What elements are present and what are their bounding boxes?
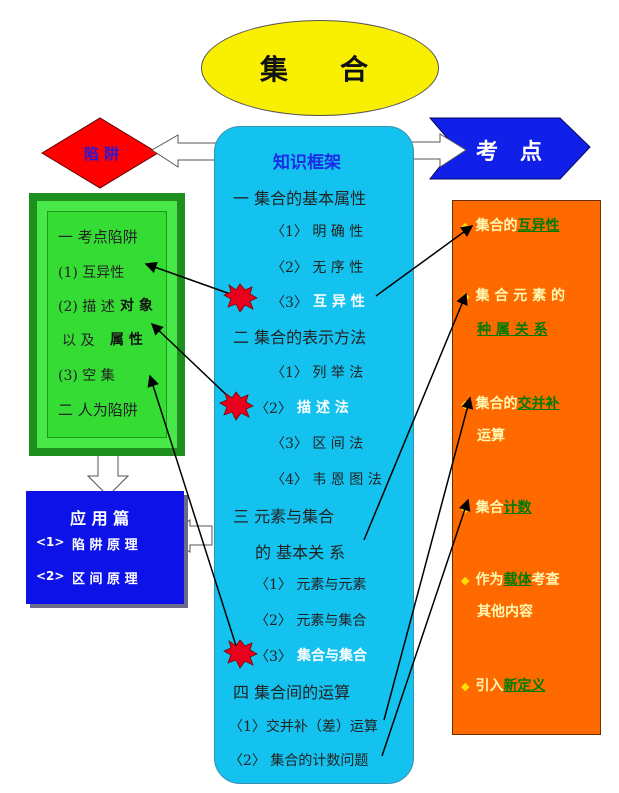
trap-item-emphasis: 对 象: [120, 298, 153, 314]
application-item: 陷 阱 原 理: [72, 538, 138, 553]
trap-box-inner: 一 考点陷阱 (1) 互异性 (2) 描 述 对 象 以 及 属 性 (3) 空…: [47, 211, 167, 438]
exam-label: 考 点: [476, 139, 543, 165]
framework-line-highlight: 描 述 法: [297, 400, 349, 416]
application-item: 区 间 原 理: [72, 572, 138, 587]
trap-item-emphasis: 属 性: [110, 332, 143, 348]
diamond-bullet-icon: ◆: [461, 290, 470, 303]
exam-point-cont: 其他内容: [477, 604, 533, 620]
exam-point-cont: 运算: [477, 428, 505, 444]
framework-line: 〈3〉: [271, 295, 308, 311]
framework-line: 〈3〉 区 间 法: [271, 436, 364, 452]
framework-line: 〈4〉 韦 恩 图 法: [271, 472, 382, 488]
framework-line: 一 集合的基本属性: [233, 189, 367, 208]
application-item-number: <1>: [36, 535, 65, 549]
trap-heading: 二 人为陷阱: [58, 401, 138, 419]
exam-point: ◆引入新定义: [461, 678, 546, 694]
diamond-bullet-icon: ◆: [461, 220, 470, 233]
exam-point: ◆集合的交并补: [461, 396, 560, 412]
trap-item: (1) 互异性: [58, 265, 125, 281]
framework-line: 〈2〉 集合的计数问题: [229, 753, 369, 769]
exam-point: ◆集合的互异性: [461, 218, 560, 234]
application-item-number: <2>: [36, 569, 65, 583]
framework-line: 四 集合间的运算: [233, 683, 351, 702]
framework-line: 〈3〉: [255, 649, 292, 665]
trap-label: 陷 阱: [84, 145, 120, 163]
knowledge-framework-column: 知识框架 一 集合的基本属性 〈1〉 明 确 性 〈2〉 无 序 性 〈3〉 互…: [214, 126, 414, 784]
framework-line: 〈1〉 元素与元素: [255, 577, 367, 593]
exam-point: ◆作为载体考查: [461, 572, 560, 588]
framework-line: 〈1〉交并补（差）运算: [229, 719, 378, 735]
framework-line: 〈2〉: [255, 401, 292, 417]
trap-box: 一 考点陷阱 (1) 互异性 (2) 描 述 对 象 以 及 属 性 (3) 空…: [29, 193, 185, 456]
diamond-bullet-icon: ◆: [461, 502, 470, 515]
framework-line: 〈1〉 列 举 法: [271, 365, 364, 381]
diamond-bullet-icon: ◆: [461, 398, 470, 411]
framework-line: 二 集合的表示方法: [233, 328, 367, 347]
diagram-title: 集 合: [259, 53, 380, 86]
framework-title: 知识框架: [273, 153, 341, 173]
exam-point: ◆集合计数: [461, 500, 532, 516]
diamond-bullet-icon: ◆: [461, 574, 470, 587]
framework-line: 〈2〉 无 序 性: [271, 260, 364, 276]
framework-line: 〈2〉 元素与集合: [255, 613, 367, 629]
framework-line: 三 元素与集合: [233, 507, 335, 526]
trap-item: (3) 空 集: [58, 368, 115, 384]
framework-line-highlight: 集合与集合: [297, 648, 367, 664]
exam-point: ◆集 合 元 素 的: [461, 288, 565, 304]
framework-line-highlight: 互 异 性: [313, 294, 365, 310]
trap-item: 以 及: [62, 333, 95, 349]
trap-heading: 一 考点陷阱: [58, 228, 138, 246]
trap-item: (2) 描 述: [58, 299, 115, 315]
exam-point-cont: 种 属 关 系: [477, 322, 548, 338]
diamond-bullet-icon: ◆: [461, 680, 470, 693]
application-title: 应 用 篇: [70, 509, 130, 528]
application-box: 应 用 篇 <1> 陷 阱 原 理 <2> 区 间 原 理: [26, 491, 184, 604]
exam-points-box: ◆集合的互异性 ◆集 合 元 素 的 种 属 关 系 ◆集合的交并补 运算 ◆集…: [452, 200, 601, 735]
framework-line: 〈1〉 明 确 性: [271, 224, 364, 240]
title-ellipse: 集 合: [201, 20, 439, 116]
framework-line: 的 基本关 系: [255, 543, 346, 562]
